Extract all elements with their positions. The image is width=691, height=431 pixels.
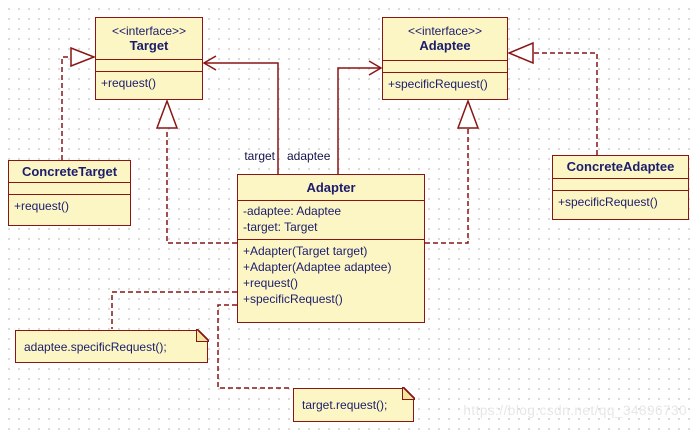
class-name: ConcreteAdaptee — [566, 159, 675, 174]
method-label: +specificRequest() — [558, 195, 658, 209]
realization-adapter-adaptee-triangle-icon — [456, 98, 480, 129]
attributes-compartment — [96, 60, 202, 72]
watermark-text: https://blog.csdn.net/qq_34896730 — [463, 403, 687, 418]
association-adapter-adaptee-arrow-icon — [368, 60, 383, 76]
edge-label-target: target — [244, 149, 275, 163]
class-title-concretetarget: ConcreteTarget — [9, 161, 130, 183]
note-text: target.request(); — [302, 398, 388, 412]
note-fold-corner-icon — [195, 329, 209, 343]
note-adaptee-specificrequest: adaptee.specificRequest(); — [15, 329, 209, 363]
edge-label-adaptee: adaptee — [287, 149, 331, 163]
class-box-concreteadaptee: ConcreteAdaptee +specificRequest() — [552, 155, 689, 220]
realization-adapter-target-line — [166, 129, 237, 244]
note-text: adaptee.specificRequest(); — [24, 339, 167, 354]
method-label: +specificRequest() — [243, 292, 343, 306]
method-label: +specificRequest() — [388, 77, 488, 91]
class-box-target: <<interface>> Target +request() — [95, 17, 203, 100]
realization-concretetarget-target-line — [61, 56, 71, 160]
attributes-compartment — [9, 183, 130, 195]
realization-concreteadaptee-adaptee-line — [534, 52, 598, 155]
methods-compartment: +request() — [9, 195, 130, 217]
note-connector-request — [111, 291, 237, 329]
note-target-request: target.request(); — [293, 387, 415, 422]
methods-compartment: +specificRequest() — [383, 73, 507, 95]
association-adapter-adaptee-line — [337, 67, 381, 175]
realization-adapter-adaptee-line — [425, 129, 469, 244]
class-title-adaptee: <<interface>> Adaptee — [383, 18, 507, 61]
stereotype-label: <<interface>> — [111, 23, 187, 38]
class-title-concreteadaptee: ConcreteAdaptee — [553, 156, 688, 179]
methods-compartment: +specificRequest() — [553, 191, 688, 213]
class-name: Adaptee — [419, 38, 471, 53]
class-box-concretetarget: ConcreteTarget +request() — [8, 160, 131, 226]
class-name: Adapter — [306, 179, 356, 195]
association-adapter-target-arrow-icon — [202, 55, 217, 71]
method-label: +Adapter(Target target) — [243, 244, 368, 258]
class-name: Target — [129, 37, 169, 53]
note-fold-corner-icon — [401, 387, 415, 401]
attribute-label: -target: Target — [243, 220, 318, 234]
method-label: +request() — [101, 76, 157, 90]
attributes-compartment: -adaptee: Adaptee -target: Target — [238, 201, 424, 240]
methods-compartment: +Adapter(Target target) +Adapter(Adaptee… — [238, 240, 424, 310]
realization-concreteadaptee-adaptee-triangle-icon — [507, 41, 534, 65]
class-box-adaptee: <<interface>> Adaptee +specificRequest() — [382, 17, 508, 100]
class-box-adapter: Adapter -adaptee: Adaptee -target: Targe… — [237, 174, 425, 323]
class-title-target: <<interface>> Target — [96, 18, 202, 60]
method-label: +request() — [243, 276, 299, 290]
stereotype-label: <<interface>> — [407, 24, 483, 38]
realization-concretetarget-target-triangle-icon — [70, 46, 97, 68]
attributes-compartment — [383, 61, 507, 73]
method-label: +Adapter(Adaptee adaptee) — [243, 260, 392, 274]
methods-compartment: +request() — [96, 72, 202, 94]
class-name: ConcreteTarget — [21, 163, 118, 179]
attributes-compartment — [553, 179, 688, 191]
realization-adapter-target-triangle-icon — [155, 98, 179, 129]
method-label: +request() — [14, 199, 70, 213]
class-title-adapter: Adapter — [238, 175, 424, 201]
attribute-label: -adaptee: Adaptee — [243, 204, 342, 218]
